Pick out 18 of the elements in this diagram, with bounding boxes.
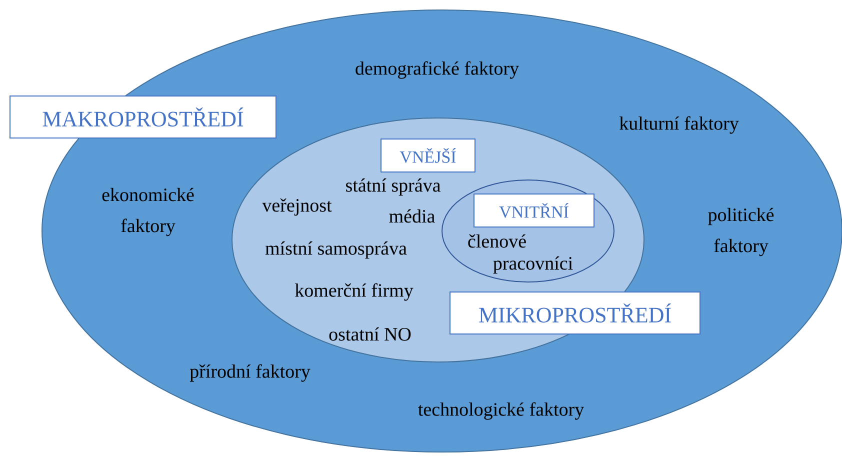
factor-label: ekonomické faktory [102, 188, 194, 236]
label-box: MAKROPROSTŘEDÍ [10, 96, 276, 138]
factor-label: demografické faktory [356, 61, 519, 79]
factor-label: pracovníci [493, 256, 573, 274]
factor-label: státní správa [346, 178, 440, 196]
factor-label: komerční firmy [295, 283, 414, 301]
factor-label: místní samospráva [265, 241, 407, 259]
label-box: VNITŘNÍ [474, 194, 594, 228]
factor-label: politické faktory [708, 208, 774, 256]
factor-label: média [389, 209, 435, 223]
factor-label: technologické faktory [418, 402, 584, 420]
label-box: MIKROPROSTŘEDÍ [450, 292, 700, 334]
factor-label: veřejnost [262, 198, 332, 216]
factor-label: členové [468, 234, 526, 248]
factor-label: přírodní faktory [190, 364, 310, 382]
label-box: VNĚJŠÍ [380, 138, 476, 172]
factor-label: kulturní faktory [619, 116, 739, 134]
factor-label: ostatní NO [329, 327, 411, 341]
